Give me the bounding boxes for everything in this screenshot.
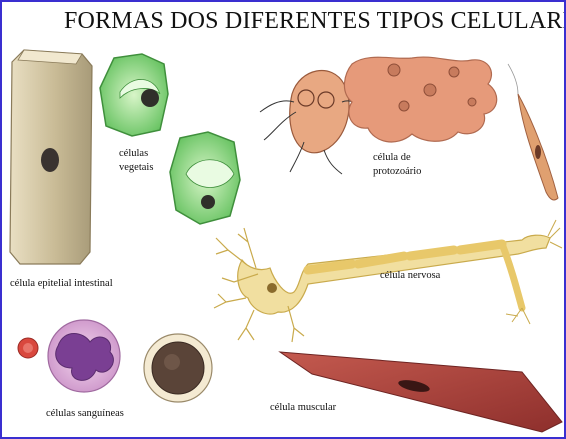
plant-cell-top <box>99 53 169 137</box>
white-blood-cell <box>47 319 121 393</box>
diagram-title: FORMAS DOS DIFERENTES TIPOS CELULARES <box>64 8 566 34</box>
label-nerve-cell: célula nervosa <box>380 270 441 281</box>
epithelial-nucleus <box>41 148 59 172</box>
label-blood-cells: células sanguíneas <box>46 408 124 419</box>
nerve-cell <box>213 219 563 343</box>
epithelial-cell <box>9 49 93 265</box>
label-protozoan-line1: célula de <box>373 152 411 163</box>
plant-cell-bottom <box>169 131 241 225</box>
plant-nucleus-bottom <box>201 195 215 209</box>
label-muscle-cell: célula muscular <box>270 402 337 413</box>
plant-nucleus-top <box>141 89 159 107</box>
label-epithelial-cell: célula epitelial intestinal <box>10 278 113 289</box>
protozoan-amoeba <box>343 56 498 143</box>
label-plant-cells-line2: vegetais <box>119 162 154 173</box>
red-blood-cell <box>17 337 39 359</box>
spindle-cell <box>507 63 559 201</box>
lymphocyte <box>143 333 213 403</box>
nerve-nucleus <box>267 283 277 293</box>
protozoan-flagellate <box>259 69 365 175</box>
muscle-cell <box>278 351 563 433</box>
label-plant-cells-line1: células <box>119 148 149 159</box>
label-protozoan-line2: protozoário <box>373 166 422 177</box>
muscle-nucleus <box>398 380 430 392</box>
